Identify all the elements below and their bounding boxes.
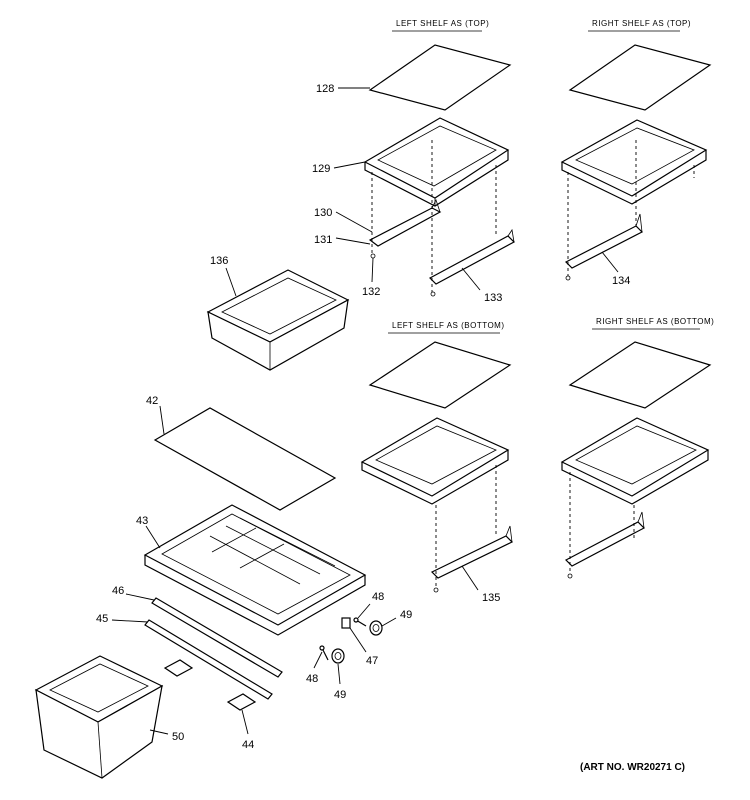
left-top-shelf-brackets	[368, 198, 515, 297]
callouts: 128 129 130 131 132 133 134 135 136 42 4…	[96, 83, 630, 751]
callout-47: 47	[366, 655, 378, 667]
header-left-shelf-bottom: LEFT SHELF AS (BOTTOM)	[388, 321, 505, 334]
svg-text:LEFT SHELF AS (TOP): LEFT SHELF AS (TOP)	[396, 19, 489, 28]
callout-45: 45	[96, 613, 108, 625]
art-number: (ART NO. WR20271 C)	[580, 762, 685, 773]
left-bottom-dashed-guides	[435, 465, 497, 588]
left-top-shelf-frame	[363, 117, 510, 207]
right-top-glass-shelf	[568, 44, 712, 111]
right-top-shelf-frame	[560, 119, 708, 205]
right-bottom-dashed-guides	[569, 472, 635, 574]
left-bottom-shelf-frame	[360, 417, 510, 505]
left-top-dashed-guides	[371, 140, 497, 292]
callout-134: 134	[612, 275, 630, 287]
header-right-shelf-bottom: RIGHT SHELF AS (BOTTOM)	[592, 317, 714, 330]
callout-44: 44	[242, 739, 254, 751]
screw-48-upper	[353, 617, 367, 627]
svg-text:RIGHT SHELF AS (BOTTOM): RIGHT SHELF AS (BOTTOM)	[596, 317, 714, 326]
crisper-cover-glass	[153, 407, 337, 511]
right-top-dashed-guides	[567, 140, 695, 276]
callout-130: 130	[314, 207, 332, 219]
fastener-47	[341, 617, 351, 629]
crisper-rail-upper	[151, 597, 283, 678]
leader-lines	[111, 87, 619, 735]
crisper-drawer	[34, 655, 164, 779]
left-top-glass-shelf	[368, 44, 512, 111]
crisper-support-left	[163, 659, 194, 677]
callout-135: 135	[482, 592, 500, 604]
callout-49-upper: 49	[400, 609, 412, 621]
callout-128: 128	[316, 83, 334, 95]
svg-text:LEFT SHELF AS (BOTTOM): LEFT SHELF AS (BOTTOM)	[392, 321, 505, 330]
callout-48-upper: 48	[372, 591, 384, 603]
callout-133: 133	[484, 292, 502, 304]
knob-49-lower	[331, 648, 345, 664]
header-right-shelf-top: RIGHT SHELF AS (TOP)	[588, 19, 691, 32]
callout-129: 129	[312, 163, 330, 175]
header-left-shelf-top: LEFT SHELF AS (TOP)	[392, 19, 489, 32]
right-top-shelf-bracket	[564, 213, 644, 281]
snack-pan	[206, 269, 350, 371]
crisper-cover-frame	[143, 504, 367, 636]
callout-48-lower: 48	[306, 673, 318, 685]
left-bottom-glass-shelf	[368, 341, 512, 409]
callout-132: 132	[362, 286, 380, 298]
knob-49-upper	[369, 620, 383, 636]
callout-43: 43	[136, 515, 148, 527]
callout-131: 131	[314, 234, 332, 246]
screw-48-lower	[319, 645, 329, 661]
svg-text:RIGHT SHELF AS (TOP): RIGHT SHELF AS (TOP)	[592, 19, 691, 28]
right-bottom-shelf-frame	[560, 417, 710, 505]
right-bottom-glass-shelf	[568, 341, 712, 409]
callout-50: 50	[172, 731, 184, 743]
callout-42: 42	[146, 395, 158, 407]
callout-49-lower: 49	[334, 689, 346, 701]
callout-136: 136	[210, 255, 228, 267]
callout-46: 46	[112, 585, 124, 597]
right-bottom-shelf-bracket	[565, 511, 645, 579]
left-bottom-shelf-bracket	[430, 525, 514, 593]
crisper-support-right	[226, 693, 257, 711]
